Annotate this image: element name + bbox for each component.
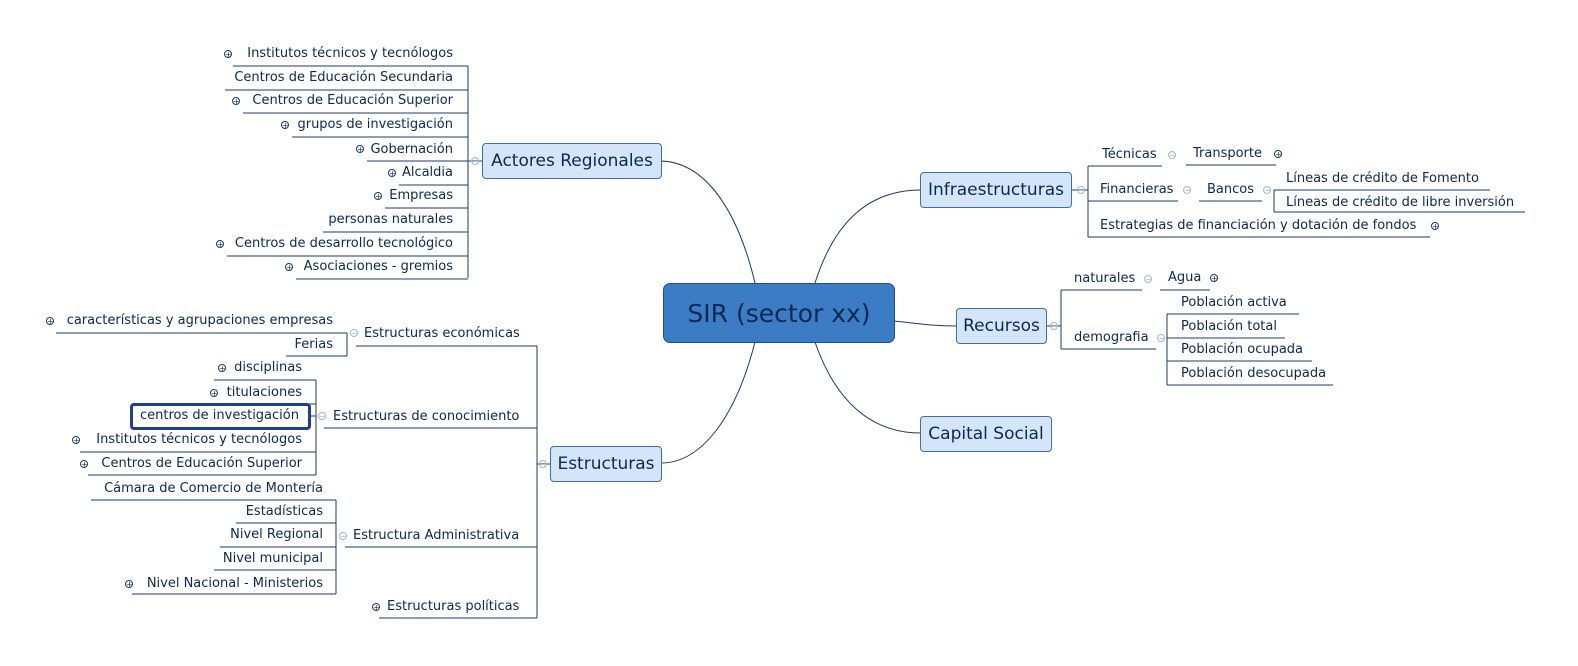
item-caracteristicas-empresas[interactable]: características y agrupaciones empresas [66,313,333,328]
item-poblacion-ocupada[interactable]: Población ocupada [1181,342,1304,357]
subtopic-estructuras-politicas[interactable]: Estructuras políticas [387,599,520,614]
collapse-icon[interactable]: − [471,157,479,166]
expand-icon[interactable]: + [80,460,88,469]
subtopic-centros-desarrollo[interactable]: Centros de desarrollo tecnológico [234,236,453,251]
expand-icon[interactable]: + [1274,150,1282,159]
subtopic-demografia[interactable]: demografia [1074,330,1149,345]
expand-icon[interactable]: + [216,240,224,249]
selected-topic-frame[interactable] [130,403,311,430]
topic-estructuras[interactable]: Estructuras [550,446,662,482]
subtopic-financieras[interactable]: Financieras [1100,182,1174,197]
item-poblacion-desocupada[interactable]: Población desocupada [1181,366,1327,381]
subtopic-alcaldia[interactable]: Alcaldia [401,165,453,180]
collapse-icon[interactable]: − [350,329,358,338]
topic-infraestructuras[interactable]: Infraestructuras [920,172,1072,208]
subtopic-naturales[interactable]: naturales [1074,271,1136,286]
subtopic-centros-superior[interactable]: Centros de Educación Superior [252,93,453,108]
collapse-icon[interactable]: − [339,532,347,541]
topic-label: Recursos [963,315,1040,336]
expand-icon[interactable]: + [46,317,54,326]
subtopic-estructura-administrativa[interactable]: Estructura Administrativa [353,528,520,543]
collapse-icon[interactable]: − [318,412,326,421]
topic-capital-social[interactable]: Capital Social [920,416,1052,452]
topic-label: Infraestructuras [928,179,1064,200]
collapse-icon[interactable]: − [1263,186,1271,195]
subtopic-estructuras-conocimiento[interactable]: Estructuras de conocimiento [333,409,520,424]
expand-icon[interactable]: + [372,603,380,612]
item-camara-comercio[interactable]: Cámara de Comercio de Montería [104,481,323,496]
expand-icon[interactable]: + [1431,222,1439,231]
topic-label: Capital Social [928,423,1044,444]
central-topic[interactable]: SIR (sector xx) [663,283,895,343]
subtopic-personas-naturales[interactable]: personas naturales [328,212,453,227]
expand-icon[interactable]: + [218,364,226,373]
subtopic-gobernacion[interactable]: Gobernación [370,142,453,157]
item-lineas-fomento[interactable]: Líneas de crédito de Fomento [1286,171,1479,186]
subtopic-estrategias[interactable]: Estrategias de financiación y dotación d… [1100,218,1417,233]
item-estadisticas[interactable]: Estadísticas [245,504,323,519]
subtopic-centros-secundaria[interactable]: Centros de Educación Secundaria [234,70,453,85]
topic-label: Actores Regionales [491,150,653,171]
item-poblacion-activa[interactable]: Población activa [1181,295,1287,310]
subtopic-grupos-investigacion[interactable]: grupos de investigación [297,117,453,132]
item-nivel-municipal[interactable]: Nivel municipal [222,551,323,566]
item-nivel-regional[interactable]: Nivel Regional [230,527,323,542]
collapse-icon[interactable]: − [1168,151,1176,160]
item-disciplinas[interactable]: disciplinas [234,360,302,375]
topic-actores-regionales[interactable]: Actores Regionales [482,143,662,179]
item-titulaciones[interactable]: titulaciones [226,385,302,400]
collapse-icon[interactable]: − [539,460,547,469]
subtopic-tecnicas[interactable]: Técnicas [1102,147,1157,162]
subtopic-asociaciones[interactable]: Asociaciones - gremios [303,259,453,274]
expand-icon[interactable]: + [374,192,382,201]
expand-icon[interactable]: + [232,97,240,106]
item-nivel-nacional[interactable]: Nivel Nacional - Ministerios [146,576,323,591]
subtopic-estructuras-economicas[interactable]: Estructuras económicas [364,326,520,341]
collapse-icon[interactable]: − [1077,186,1085,195]
item-poblacion-total[interactable]: Población total [1181,319,1277,334]
subtopic-transporte[interactable]: Transporte [1193,146,1262,161]
expand-icon[interactable]: + [356,145,364,154]
collapse-icon[interactable]: − [1050,322,1058,331]
expand-icon[interactable]: + [224,50,232,59]
expand-icon[interactable]: + [281,121,289,130]
collapse-icon[interactable]: − [1157,334,1165,343]
expand-icon[interactable]: + [388,169,396,178]
collapse-icon[interactable]: − [1183,186,1191,195]
expand-icon[interactable]: + [210,389,218,398]
expand-icon[interactable]: + [72,436,80,445]
item-centros-investigacion[interactable]: centros de investigación [140,408,299,423]
collapse-icon[interactable]: − [1144,275,1152,284]
subtopic-agua[interactable]: Agua [1168,270,1202,285]
subtopic-empresas[interactable]: Empresas [389,188,453,203]
topic-label: Estructuras [557,453,655,474]
expand-icon[interactable]: + [125,580,133,589]
subtopic-bancos[interactable]: Bancos [1207,182,1254,197]
central-topic-label: SIR (sector xx) [687,298,871,328]
expand-icon[interactable]: + [285,263,293,272]
item-lineas-libre-inversion[interactable]: Líneas de crédito de libre inversión [1286,195,1515,210]
expand-icon[interactable]: + [1210,274,1218,283]
item-ferias[interactable]: Ferias [294,337,333,352]
item-institutos-tecnicos[interactable]: Institutos técnicos y tecnólogos [96,432,302,447]
subtopic-institutos[interactable]: Institutos técnicos y tecnólogos [247,46,453,61]
topic-recursos[interactable]: Recursos [956,308,1047,344]
item-centros-educacion-superior[interactable]: Centros de Educación Superior [101,456,302,471]
